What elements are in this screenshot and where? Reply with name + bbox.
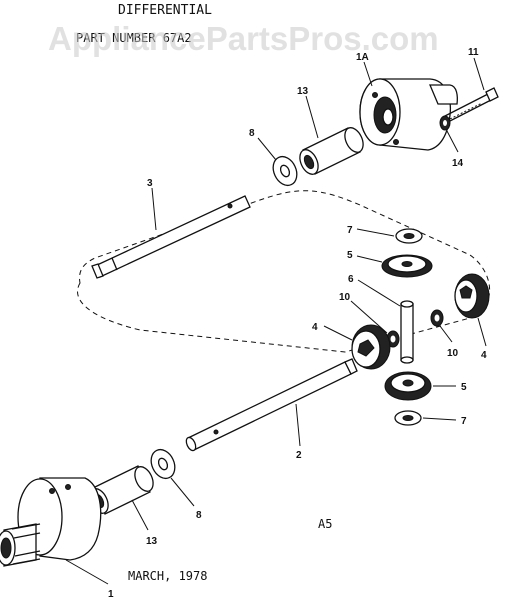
part-number: PART NUMBER 67A2 bbox=[76, 31, 192, 45]
callout-1: 1 bbox=[108, 589, 114, 600]
callout-10-right: 10 bbox=[447, 348, 459, 359]
part-10-right-washer bbox=[430, 309, 444, 327]
leader-11 bbox=[473, 57, 485, 91]
part-8-upper-washer bbox=[272, 155, 298, 187]
callout-2: 2 bbox=[296, 450, 302, 461]
leader-3 bbox=[151, 187, 157, 231]
part-5-lower-gear bbox=[384, 371, 432, 401]
leader-14 bbox=[446, 130, 459, 153]
part-1a-housing bbox=[359, 78, 458, 151]
leader-10-right bbox=[439, 325, 453, 343]
callout-11: 11 bbox=[468, 47, 479, 58]
part-6-pin bbox=[400, 300, 414, 364]
callout-13-upper: 13 bbox=[297, 86, 309, 97]
callout-14: 14 bbox=[452, 158, 464, 169]
callout-8-lower: 8 bbox=[196, 510, 202, 521]
callout-7-upper: 7 bbox=[347, 225, 353, 236]
leader-13-upper bbox=[305, 95, 319, 139]
part-3-upper-axle bbox=[91, 195, 251, 279]
leader-1a bbox=[363, 61, 373, 87]
callout-13-lower: 13 bbox=[146, 536, 158, 547]
leader-5-upper bbox=[356, 255, 383, 263]
callout-7-lower: 7 bbox=[461, 416, 467, 427]
callout-10-left: 10 bbox=[339, 292, 351, 303]
part-8-lower-washer bbox=[150, 448, 176, 480]
part-4-left-pinion bbox=[351, 324, 391, 370]
part-7-lower-washer bbox=[394, 410, 422, 426]
leader-1 bbox=[65, 559, 109, 585]
leader-8-lower bbox=[170, 477, 195, 507]
callout-5-lower: 5 bbox=[461, 382, 467, 393]
part-7-upper-washer bbox=[395, 228, 423, 244]
diagram-title: DIFFERENTIAL bbox=[118, 3, 212, 18]
callout-5-upper: 5 bbox=[347, 250, 353, 261]
diagram-date: MARCH, 1978 bbox=[128, 569, 207, 583]
part-11-bolt bbox=[442, 87, 499, 124]
watermark: AppliancePartsPros.com bbox=[48, 20, 439, 57]
leader-4-right bbox=[477, 317, 487, 347]
part-2-lower-axle bbox=[185, 358, 358, 452]
leader-7-lower bbox=[422, 417, 457, 421]
leader-13-lower bbox=[131, 499, 149, 531]
callout-4-right: 4 bbox=[481, 350, 487, 361]
leader-2 bbox=[295, 403, 301, 447]
assembly-outline bbox=[77, 190, 490, 353]
part-4-right-pinion bbox=[454, 273, 490, 319]
part-5-upper-gear bbox=[381, 254, 433, 278]
part-1-housing bbox=[0, 477, 102, 567]
leader-4-left bbox=[323, 325, 353, 341]
callout-4-left: 4 bbox=[312, 322, 318, 333]
page-code: A5 bbox=[318, 517, 332, 531]
callout-8-upper: 8 bbox=[249, 128, 255, 139]
callout-1a: 1A bbox=[356, 52, 369, 63]
leader-6 bbox=[357, 279, 401, 307]
callout-3: 3 bbox=[147, 178, 153, 189]
callout-6: 6 bbox=[348, 274, 354, 285]
leader-7-upper bbox=[356, 228, 395, 237]
leader-8-upper bbox=[257, 137, 277, 161]
part-13-upper-bushing bbox=[299, 127, 364, 175]
part-14-washer bbox=[439, 115, 451, 131]
